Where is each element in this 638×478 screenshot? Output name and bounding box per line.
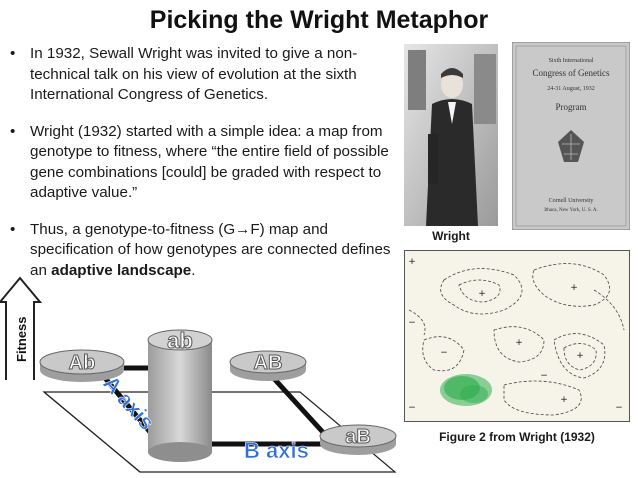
b-axis-label: B axis [244, 438, 309, 463]
slide-title: Picking the Wright Metaphor [149, 6, 489, 34]
fig2-minus-3: − [615, 403, 623, 413]
fig2-minus-4: − [440, 348, 448, 358]
program-line2: Congress of Genetics [533, 68, 610, 78]
genotype-node-AB [229, 350, 307, 381]
genotype-floor [42, 391, 397, 473]
bullet-text: Wright (1932) started with a simple idea… [30, 122, 389, 202]
program-line3: 24-31 August, 1932 [547, 86, 595, 92]
fig2-plus-3: + [576, 351, 584, 361]
bullet-text: Thus, a genotype-to-fitness (G→F) map an… [30, 220, 391, 279]
fig2-plus-5: + [560, 395, 568, 405]
bullet-text: In 1932, Sewall Wright was invited to gi… [30, 45, 358, 103]
bullet-marker: • [10, 45, 16, 62]
bullet-list: • In 1932, Sewall Wright was invited to … [8, 44, 400, 297]
program-emblem [558, 130, 584, 162]
node-label-Ab: Ab [69, 352, 96, 374]
fig2-minus-2: − [408, 403, 416, 413]
adaptive-landscape-diagram: Fitness Ab AB aB ab A axis [0, 276, 397, 473]
landscape-peak-population [440, 374, 492, 406]
fitness-arrow [0, 276, 43, 380]
fig2-plus-2: + [570, 283, 578, 293]
bullet-item: • Wright (1932) started with a simple id… [8, 122, 400, 204]
genotype-node-aB [319, 424, 397, 455]
bullet-marker: • [10, 220, 16, 238]
bullet-item: • In 1932, Sewall Wright was invited to … [8, 44, 400, 106]
program-line4: Program [556, 102, 587, 112]
node-label-AB: AB [254, 352, 283, 374]
fig2-plus-1: + [478, 289, 486, 299]
fig2-minus-5: − [540, 371, 548, 381]
figure-caption: Figure 2 from Wright (1932) [439, 430, 595, 444]
fig2-plus-4: + [515, 338, 523, 348]
fig2-plus-6: + [408, 257, 416, 267]
genotype-node-Ab [39, 349, 125, 382]
bullet-text-end: . [191, 261, 196, 279]
congress-program-cover: Sixth International Congress of Genetics… [512, 42, 630, 230]
node-label-ab: ab [167, 328, 193, 353]
fitness-label: Fitness [14, 316, 29, 362]
genotype-node-ab [147, 329, 213, 462]
fig2-minus-1: − [408, 318, 416, 328]
wright-photo [404, 44, 498, 226]
node-label-aB: aB [345, 426, 371, 448]
bullet-bold-term: adaptive landscape [51, 261, 192, 279]
bullet-item: • Thus, a genotype-to-fitness (G→F) map … [8, 220, 400, 282]
bullet-marker: • [10, 122, 16, 140]
program-line6: Ithaca, New York, U. S. A. [544, 208, 597, 213]
program-line1: Sixth International [549, 58, 594, 64]
photo-caption: Wright [432, 229, 470, 243]
program-line5: Cornell University [549, 198, 594, 204]
wright-figure-2: + + + + + + − − − − − [404, 250, 630, 422]
